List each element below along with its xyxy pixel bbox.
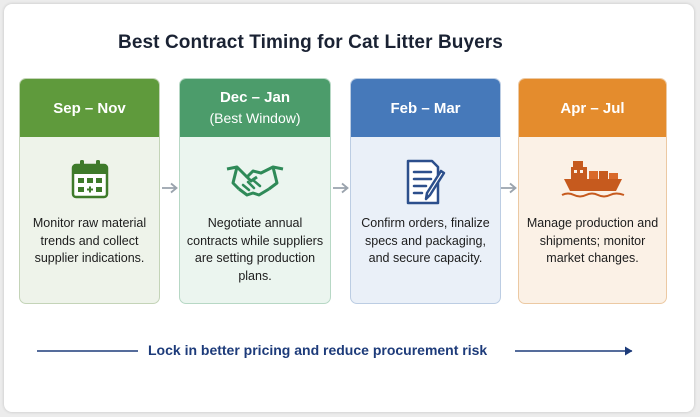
stage-subtitle: (Best Window) [209,110,301,126]
stage-header: Apr – Jul [519,79,666,137]
stage-period: Feb – Mar [390,99,461,117]
stage-period: Dec – Jan [219,89,291,106]
stage-header: Dec – Jan (Best Window) [180,79,330,137]
stage-description: Confirm orders, finalize specs and packa… [361,216,490,265]
stage-period: Sep – Nov [53,99,126,117]
handshake-icon [225,157,285,206]
calendar-icon [70,157,110,206]
footer-message: Lock in better pricing and reduce procur… [148,342,488,358]
timeline-arrow-right [515,346,633,356]
stage-description: Monitor raw material trends and collect … [32,216,147,265]
cargo-ship-icon [560,157,626,206]
connector-arrow-icon [333,182,349,194]
stage-header: Sep – Nov [20,79,159,137]
stage-period: Apr – Jul [560,99,625,117]
stage-description: Negotiate annual contracts while supplie… [186,216,324,283]
stage-card-apr-jul: Apr – Jul Manage production and shipment… [518,78,667,304]
stage-description: Manage production and shipments; monitor… [526,216,659,265]
document-edit-icon [404,157,448,212]
stage-card-dec-jan: Dec – Jan (Best Window) Negotiate annual… [179,78,331,304]
stage-card-sep-nov: Sep – Nov Monitor raw material trends an… [19,78,160,304]
diagram-title: Best Contract Timing for Cat Litter Buye… [118,32,503,53]
timeline-line-left [37,350,138,352]
connector-arrow-icon [501,182,517,194]
stage-header: Feb – Mar [351,79,500,137]
connector-arrow-icon [162,182,178,194]
stage-card-feb-mar: Feb – Mar Confirm orders, finalize specs… [350,78,501,304]
